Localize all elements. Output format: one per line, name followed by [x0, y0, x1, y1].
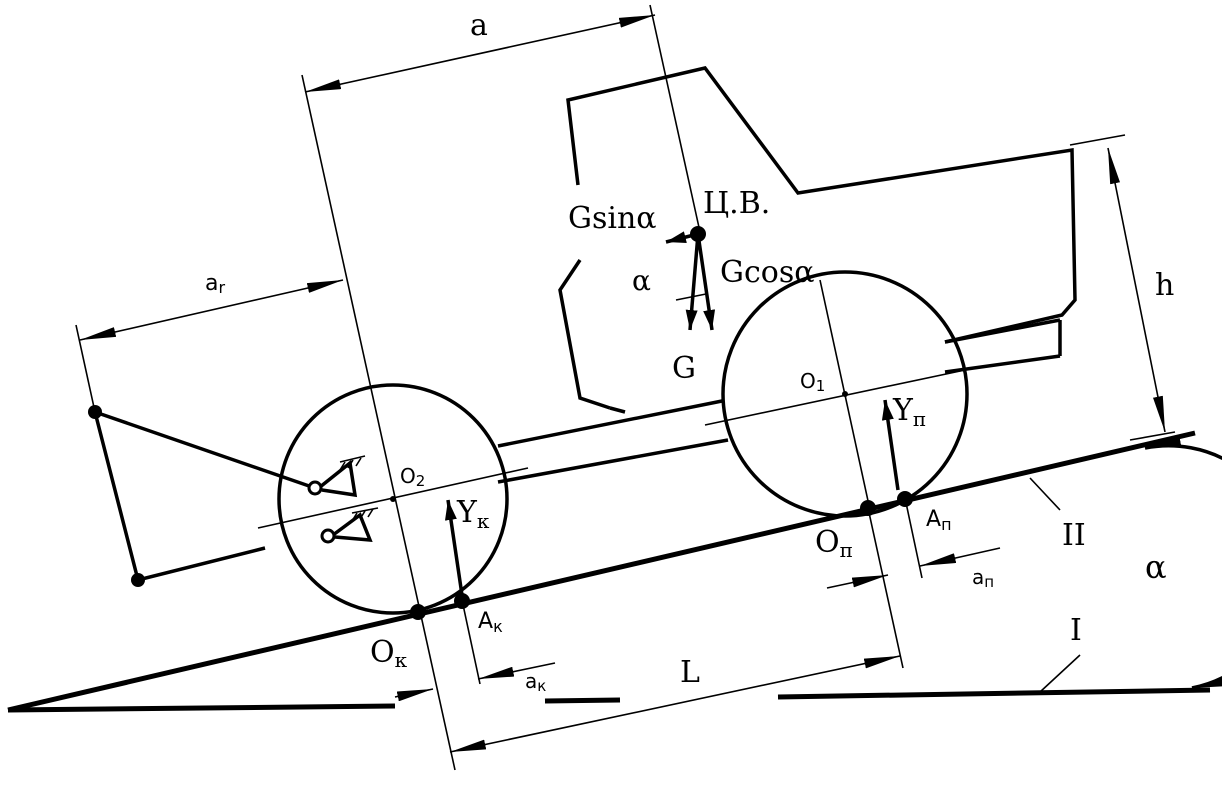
label-y-k: Yк [456, 495, 490, 533]
label-a: a [470, 8, 488, 43]
dim-a-k-left [394, 688, 434, 702]
rear-axle-center [842, 391, 848, 397]
rear-wheel-axis-h [704, 369, 966, 426]
dim-L [449, 655, 901, 753]
vector-y-p [881, 399, 900, 491]
hitch-link-upper [94, 410, 313, 489]
lower-hinge-symbol [320, 507, 379, 544]
label-o1: O1 [800, 369, 825, 395]
cab-front-lower [609, 406, 626, 414]
label-I: I [1070, 613, 1082, 648]
dim-a-p-left [826, 574, 889, 589]
ext-line-rear-axle [867, 507, 904, 669]
dim-a-r [79, 279, 344, 341]
alpha-arc [1144, 436, 1222, 690]
dim-a-k-right [477, 662, 556, 680]
ext-line-hitch [75, 324, 96, 413]
frame-line [497, 399, 723, 448]
label-y-p: Yп [892, 393, 926, 431]
point-a-k [454, 593, 470, 609]
dim-a-p-right [919, 547, 1001, 567]
label-g-sin: Gsinα [568, 201, 657, 236]
hitch-joint-top [88, 405, 102, 419]
horizontal-ground-segment-2 [544, 697, 621, 704]
ext-line-ap [904, 497, 923, 579]
horizontal-ground-segment-1 [7, 703, 396, 713]
label-alpha: α [1145, 548, 1167, 586]
vector-y-k [444, 499, 464, 596]
leader-II [1029, 477, 1061, 511]
cab-outline [558, 66, 1077, 410]
label-II: II [1062, 518, 1086, 553]
ext-line-cg [649, 4, 701, 233]
hitch-joint-bottom [131, 573, 145, 587]
front-wheel [277, 383, 509, 615]
slope-line [7, 430, 1196, 713]
vector-g-sin [665, 231, 699, 244]
ext-line-front-axle [301, 74, 456, 771]
label-a-p-point: Aп [926, 507, 952, 534]
ext-line-h-top [1069, 134, 1126, 146]
dim-h [1107, 147, 1166, 433]
hitch-linkage [93, 411, 266, 583]
label-L: L [680, 655, 700, 690]
label-a-k-dim: aк [525, 669, 546, 695]
label-cv: Ц.В. [703, 186, 770, 221]
alpha-small-indicator [675, 293, 707, 301]
label-g: G [672, 351, 696, 386]
label-a-r: ar [205, 271, 225, 297]
vector-g-cos [685, 233, 700, 331]
point-o-k [410, 604, 426, 620]
leader-I [1039, 654, 1081, 693]
vector-g [696, 233, 716, 331]
label-g-cos: Gcosα [720, 255, 814, 290]
label-o-k: Oк [370, 635, 408, 672]
horizontal-ground-segment-3 [777, 687, 1211, 700]
rear-wheel [721, 270, 969, 518]
label-o2: O2 [400, 464, 425, 490]
upper-hinge-symbol [307, 455, 366, 498]
label-o-p: Oп [815, 525, 853, 562]
label-a-p-dim: aп [972, 565, 994, 591]
frame-line-lower [497, 438, 729, 484]
label-alpha-small: α [632, 264, 651, 297]
front-axle-center [390, 496, 396, 502]
ext-line-h-bottom [1129, 431, 1176, 441]
label-h: h [1155, 268, 1174, 303]
dim-a [304, 14, 656, 93]
label-a-k-point: Aк [478, 609, 503, 636]
point-o-p [860, 500, 876, 516]
point-a-p [897, 491, 913, 507]
